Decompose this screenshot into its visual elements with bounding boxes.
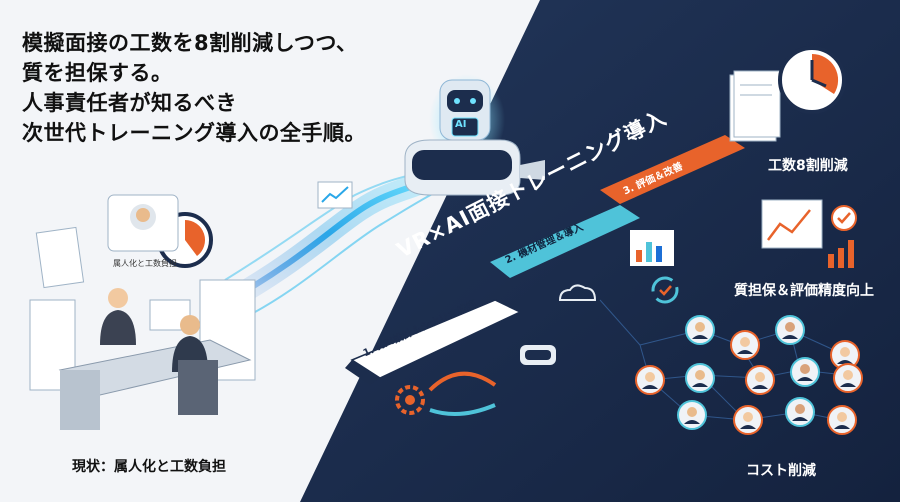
headline-line-4: 次世代トレーニング導入の全手順。	[22, 121, 366, 145]
headline-line-3: 人事責任者が知るべき	[22, 91, 237, 115]
headline: 模擬面接の工数を8割削減しつつ、 質を担保する。 人事責任者が知るべき 次世代ト…	[22, 28, 382, 148]
headline-line-2: 質を担保する。	[22, 61, 173, 85]
candidate-figure	[172, 315, 218, 415]
step-icons	[395, 230, 679, 416]
result-workload: 工数8割削減	[768, 158, 848, 174]
current-state-label: 現状：属人化と工数負担	[72, 459, 226, 475]
clock-icon	[778, 46, 846, 114]
refresh-cycle-icon	[651, 276, 679, 304]
arrow-icon	[428, 371, 497, 392]
headline-line-1: 模擬面接の工数を8割削減しつつ、	[22, 31, 358, 55]
gear-icon	[395, 385, 425, 415]
ai-badge: AI	[455, 119, 467, 130]
document-stack-icon	[729, 70, 781, 142]
quality-chart-icon	[761, 199, 857, 268]
thought-bubble-text: 属人化と工数負担	[113, 259, 177, 268]
thought-bubble	[107, 194, 179, 252]
team-avatars	[635, 315, 863, 435]
step-ribbons	[345, 135, 745, 385]
analytics-chart-icon	[630, 230, 674, 266]
cloud-icon	[558, 284, 597, 301]
vr-headset-robot	[404, 74, 545, 196]
result-quality: 質担保＆評価精度向上	[734, 283, 874, 299]
trend-graph-icon	[317, 181, 353, 209]
result-cost: コスト削減	[746, 463, 816, 479]
result-icons	[729, 46, 857, 268]
office-scene	[29, 194, 256, 430]
interviewer-figure	[100, 288, 136, 345]
vr-goggles-icon	[520, 345, 556, 365]
